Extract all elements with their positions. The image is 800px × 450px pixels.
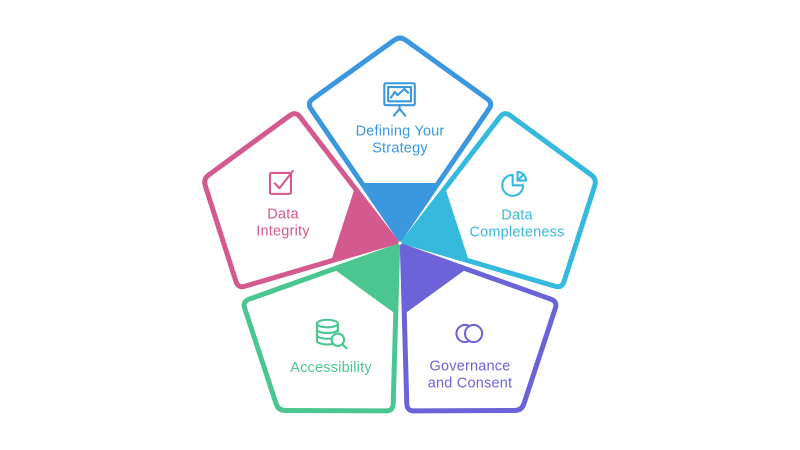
overlapping-circles-icon	[455, 323, 484, 344]
label-line: Data	[501, 207, 533, 224]
petal-governance-and-consent: Governance and Consent	[428, 314, 512, 393]
label-line: Governance	[429, 358, 511, 375]
label-line: Completeness	[469, 224, 565, 241]
petal-label: Data Integrity	[256, 207, 309, 241]
label-line: Data	[267, 206, 299, 223]
label-line: and Consent	[427, 375, 513, 392]
database-search-icon	[315, 318, 348, 350]
petal-shape-data-integrity	[202, 111, 399, 290]
petal-shape-data-completeness	[401, 111, 598, 290]
petal-shape-accessibility	[241, 243, 401, 414]
petal-label: Accessibility	[290, 360, 372, 377]
petal-defining-your-strategy: Defining Your Strategy	[356, 79, 445, 158]
presentation-chart-icon	[383, 82, 417, 117]
petal-shape-defining-your-strategy	[306, 35, 494, 242]
petal-accessibility: Accessibility	[290, 315, 372, 377]
checkbox-check-icon	[268, 169, 294, 195]
petal-label: Governance and Consent	[428, 359, 512, 393]
petal-data-integrity: Data Integrity	[256, 162, 309, 241]
petal-data-completeness: Data Completeness	[469, 163, 564, 242]
pie-chart-icon	[500, 170, 527, 197]
petal-label: Defining Your Strategy	[356, 124, 445, 158]
label-line: Accessibility	[290, 360, 372, 376]
petal-label: Data Completeness	[469, 208, 564, 242]
label-line: Integrity	[256, 223, 310, 240]
label-line: Defining Your	[355, 123, 445, 140]
label-line: Strategy	[372, 140, 428, 157]
